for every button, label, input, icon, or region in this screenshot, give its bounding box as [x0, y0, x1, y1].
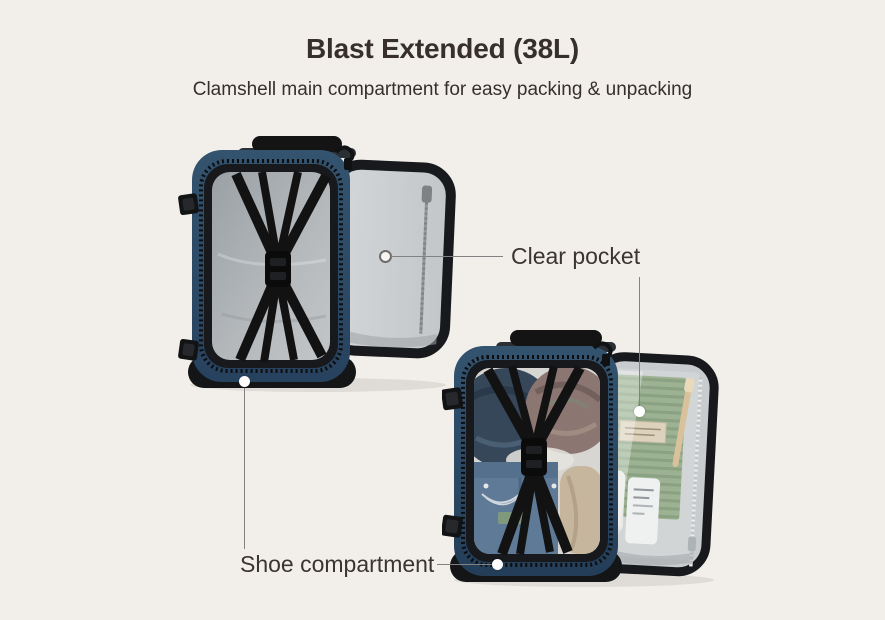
- bag1-side-buckle-top: [178, 193, 199, 216]
- bag-open-empty-photo: [178, 136, 456, 392]
- bag2-toothbrush: [672, 378, 695, 468]
- bag2-bottle: [625, 477, 661, 545]
- callout-label-clear-pocket: Clear pocket: [511, 243, 641, 269]
- clear-pocket-connector-line-left: [391, 255, 503, 257]
- bag2-packed-contents: [474, 368, 600, 554]
- header: Blast Extended (38L) Clamshell main comp…: [0, 0, 885, 101]
- shoe-compartment-dot-marker-top-icon: [239, 376, 250, 387]
- page-subtitle: Clamshell main compartment for easy pack…: [192, 79, 693, 100]
- shoe-compartment-connector-line-up: [244, 388, 246, 549]
- shoe-compartment-dot-marker-right-icon: [492, 559, 503, 570]
- bag1-zipper-teeth: [199, 159, 343, 373]
- bag2-lid-zipper-pull: [687, 536, 697, 552]
- shoe-compartment-connector-line-right: [437, 564, 492, 566]
- bag2-lid-zipper: [687, 376, 703, 567]
- callout-label-shoe-compartment: Shoe compartment: [240, 551, 435, 577]
- clear-pocket-dot-marker-icon: [634, 406, 645, 417]
- bag1-strap-buckle: [265, 251, 291, 287]
- bag2-lid: [583, 352, 719, 577]
- bag1-side-buckle-bottom: [178, 338, 199, 361]
- bag1-main-zipper-pull: [334, 145, 355, 170]
- page-title: Blast Extended (38L): [306, 33, 579, 64]
- bag2-main-zipper-pull: [592, 341, 613, 366]
- bag2-clear-pocket: [597, 368, 703, 567]
- bag-open-packed-photo: [442, 330, 719, 587]
- bag2-side-buckle-bottom: [442, 514, 463, 538]
- bag2-side-buckle-top: [442, 387, 464, 411]
- clear-pocket-connector-line-down: [639, 277, 641, 407]
- bag2-zipper-teeth: [461, 355, 613, 567]
- bag1-top-handle: [252, 136, 342, 152]
- bag2-rolled-beige-item: [560, 466, 600, 554]
- bag2-top-handle: [510, 330, 602, 346]
- bag2-strap-buckle: [521, 438, 547, 476]
- bag2-label-card: [618, 420, 667, 444]
- bag1-lid-zipper-pull: [421, 185, 433, 203]
